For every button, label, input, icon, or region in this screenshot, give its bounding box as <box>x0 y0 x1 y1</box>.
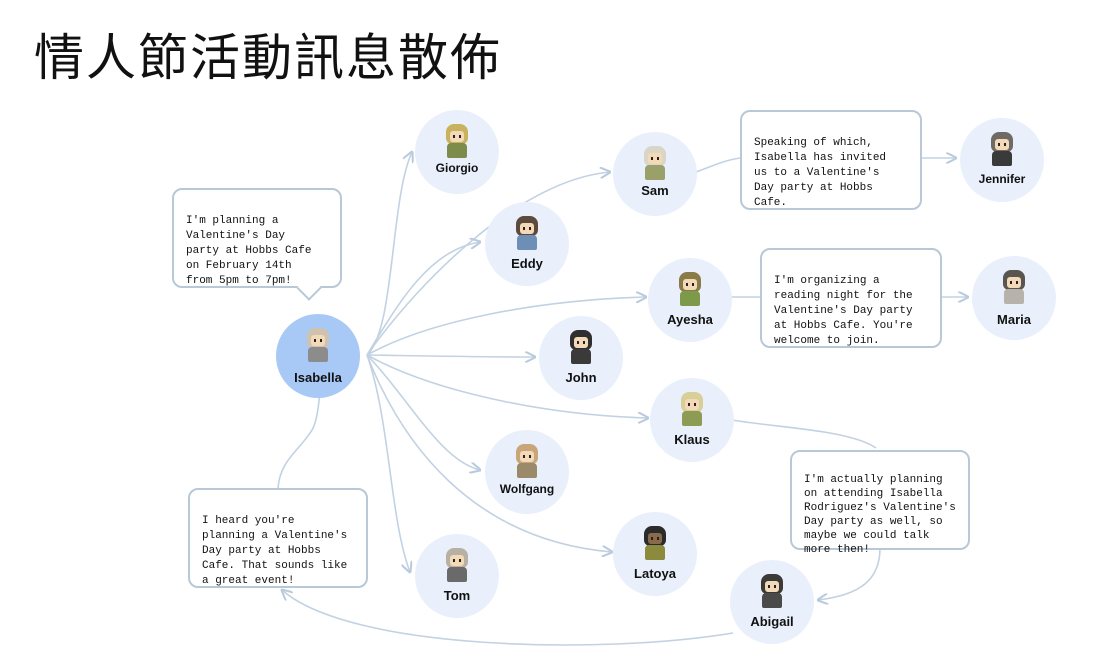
eddy-avatar <box>514 216 540 250</box>
node-tom[interactable]: Tom <box>415 534 499 618</box>
edge-abigail-tom <box>282 590 734 646</box>
edge-isabella-john <box>366 355 535 357</box>
giorgio-avatar <box>444 124 470 158</box>
node-label: Maria <box>997 312 1031 327</box>
node-wolfgang[interactable]: Wolfgang <box>485 430 569 514</box>
node-john[interactable]: John <box>539 316 623 400</box>
node-label: Latoya <box>634 566 676 581</box>
node-label: John <box>565 370 597 385</box>
node-isabella[interactable]: Isabella <box>276 314 360 398</box>
node-label: Isabella <box>294 370 342 385</box>
bubble-sam: Speaking of which, Isabella has invited … <box>740 110 922 210</box>
bubble-text: I'm planning a Valentine's Day party at … <box>186 215 312 287</box>
bubble-text: I heard you're planning a Valentine's Da… <box>202 515 348 587</box>
node-klaus[interactable]: Klaus <box>650 378 734 462</box>
edge-tombubble-isabella <box>277 382 320 489</box>
node-label: Eddy <box>511 256 543 271</box>
node-label: Sam <box>641 183 669 198</box>
node-jennifer[interactable]: Jennifer <box>960 118 1044 202</box>
node-label: Abigail <box>750 614 794 629</box>
abigail-avatar <box>759 574 785 608</box>
edge-klaus-bubble <box>731 419 877 449</box>
bubble-text: I'm actually planning on attending Isabe… <box>804 474 956 556</box>
node-latoya[interactable]: Latoya <box>613 512 697 596</box>
node-eddy[interactable]: Eddy <box>485 202 569 286</box>
bubble-klaus: I'm actually planning on attending Isabe… <box>790 450 970 556</box>
edge-isabella-tom <box>366 354 410 572</box>
node-ayesha[interactable]: Ayesha <box>648 258 732 342</box>
page-title: 情人節活動訊息散佈 <box>34 29 502 87</box>
latoya-avatar <box>642 526 668 560</box>
edge-sam-bubble <box>695 157 741 173</box>
node-maria[interactable]: Maria <box>972 256 1056 340</box>
sam-avatar <box>642 146 668 180</box>
edge-bubble-abigail <box>818 547 881 600</box>
node-abigail[interactable]: Abigail <box>730 560 814 644</box>
edge-isabella-latoya <box>366 354 612 552</box>
klaus-avatar <box>679 392 705 426</box>
john-avatar <box>568 330 594 364</box>
edge-isabella-klaus <box>366 354 648 418</box>
bubble-ayesha: I'm organizing a reading night for the V… <box>760 248 942 348</box>
node-label: Jennifer <box>978 172 1026 186</box>
bubble-isabella: I'm planning a Valentine's Day party at … <box>172 188 342 288</box>
jennifer-avatar <box>989 132 1015 166</box>
wolfgang-avatar <box>514 444 540 478</box>
bubble-tom: I heard you're planning a Valentine's Da… <box>188 488 368 588</box>
maria-avatar <box>1001 270 1027 304</box>
node-sam[interactable]: Sam <box>613 132 697 216</box>
node-label: Wolfgang <box>499 482 555 496</box>
node-label: Klaus <box>674 432 710 447</box>
node-giorgio[interactable]: Giorgio <box>415 110 499 194</box>
edge-isabella-eddy <box>366 242 480 356</box>
isabella-avatar <box>305 328 331 362</box>
node-label: Ayesha <box>667 312 713 327</box>
tom-avatar <box>444 548 470 582</box>
edge-isabella-wolfgang <box>366 354 480 470</box>
edge-isabella-ayesha <box>366 297 646 356</box>
ayesha-avatar <box>677 272 703 306</box>
bubble-text: I'm organizing a reading night for the V… <box>774 275 913 347</box>
bubble-text: Speaking of which, Isabella has invited … <box>754 137 887 209</box>
node-label: Giorgio <box>435 161 479 175</box>
node-label: Tom <box>443 588 471 603</box>
